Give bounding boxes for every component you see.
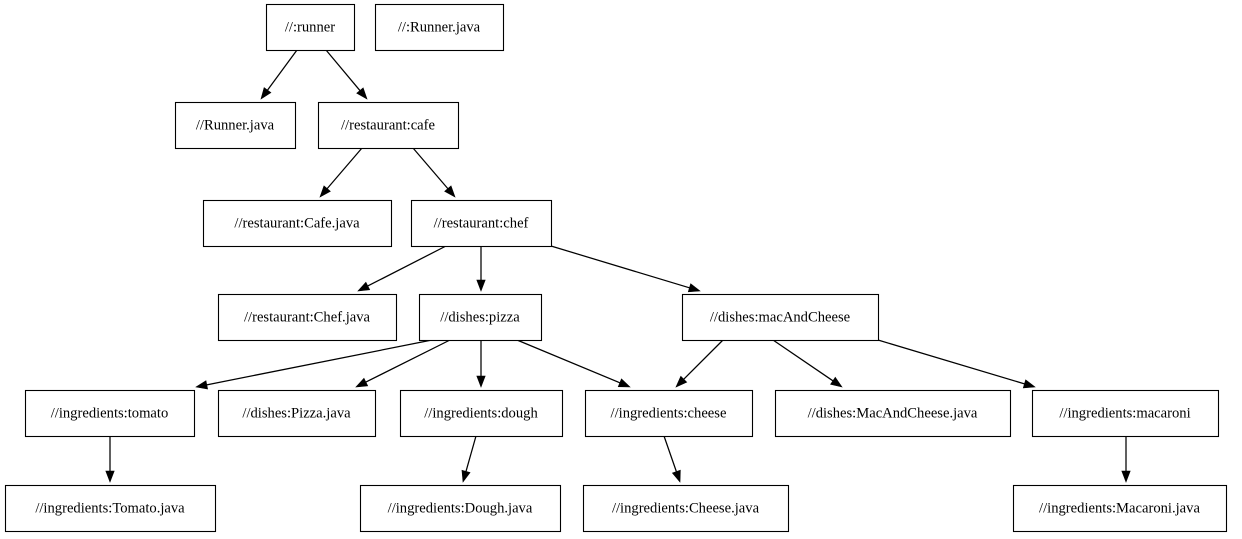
node-box-restaurant-cafe[interactable] xyxy=(317,101,460,150)
graph-node-runner[interactable]: //:runner xyxy=(265,3,356,52)
graph-node-root-runner-java[interactable]: //:Runner.java xyxy=(374,3,505,52)
graph-edge xyxy=(195,339,433,390)
node-box-restaurant-chef-java[interactable] xyxy=(217,293,398,342)
graph-node-runner-java[interactable]: //Runner.java xyxy=(174,101,297,150)
graph-node-dishes-macandcheese-java[interactable]: //dishes:MacAndCheese.java xyxy=(774,389,1012,438)
graph-edge xyxy=(476,246,486,292)
node-label-runner: //:runner xyxy=(285,19,335,35)
node-box-restaurant-chef[interactable] xyxy=(410,199,553,248)
node-label-ing-tomato-java: //ingredients:Tomato.java xyxy=(35,500,185,516)
node-label-restaurant-cafe-java: //restaurant:Cafe.java xyxy=(234,215,360,231)
graph-edge xyxy=(355,339,451,388)
node-label-runner-java: //Runner.java xyxy=(196,117,275,133)
node-label-restaurant-cafe: //restaurant:cafe xyxy=(341,117,435,133)
node-box-dishes-pizza-java[interactable] xyxy=(217,389,377,438)
graph-edge xyxy=(772,339,843,388)
graph-node-ing-cheese-java[interactable]: //ingredients:Cheese.java xyxy=(582,484,790,533)
node-label-ing-dough-java: //ingredients:Dough.java xyxy=(388,500,533,516)
graph-edge xyxy=(675,339,724,388)
node-label-ing-dough: //ingredients:dough xyxy=(424,405,538,421)
node-label-restaurant-chef: //restaurant:chef xyxy=(434,215,529,231)
graph-node-ing-macaroni[interactable]: //ingredients:macaroni xyxy=(1031,389,1220,438)
graph-node-dishes-pizza-java[interactable]: //dishes:Pizza.java xyxy=(217,389,377,438)
node-box-runner-java[interactable] xyxy=(174,101,297,150)
node-box-dishes-macandcheese-java[interactable] xyxy=(774,389,1012,438)
graph-edge xyxy=(325,49,368,100)
graph-node-dishes-pizza[interactable]: //dishes:pizza xyxy=(418,293,543,342)
graph-edge xyxy=(877,339,1036,389)
graph-node-restaurant-cafe[interactable]: //restaurant:cafe xyxy=(317,101,460,150)
node-label-dishes-macandcheese: //dishes:macAndCheese xyxy=(710,309,850,325)
graph-edge xyxy=(663,435,681,483)
graph-edge xyxy=(461,435,477,483)
graph-node-ing-cheese[interactable]: //ingredients:cheese xyxy=(584,389,754,438)
edges-layer xyxy=(105,49,1131,483)
node-label-ing-tomato: //ingredients:tomato xyxy=(51,405,169,421)
node-label-ing-macaroni: //ingredients:macaroni xyxy=(1059,405,1190,421)
graph-node-ing-tomato[interactable]: //ingredients:tomato xyxy=(24,389,196,438)
node-label-ing-cheese-java: //ingredients:Cheese.java xyxy=(612,500,760,516)
node-label-dishes-pizza: //dishes:pizza xyxy=(440,309,520,325)
node-box-dishes-macandcheese[interactable] xyxy=(681,293,880,342)
node-label-ing-cheese: //ingredients:cheese xyxy=(611,405,727,421)
graph-edge xyxy=(260,49,298,100)
node-label-restaurant-chef-java: //restaurant:Chef.java xyxy=(244,309,371,325)
graph-node-dishes-macandcheese[interactable]: //dishes:macAndCheese xyxy=(681,293,880,342)
node-box-restaurant-cafe-java[interactable] xyxy=(202,199,393,248)
node-label-ing-macaroni-java: //ingredients:Macaroni.java xyxy=(1039,500,1200,516)
node-label-dishes-pizza-java: //dishes:Pizza.java xyxy=(242,405,351,421)
node-box-ing-tomato[interactable] xyxy=(24,389,196,438)
graph-edge xyxy=(357,245,447,292)
node-box-ing-dough[interactable] xyxy=(399,389,564,438)
node-box-ing-cheese-java[interactable] xyxy=(582,484,790,533)
node-box-runner[interactable] xyxy=(265,3,356,52)
graph-node-ing-dough-java[interactable]: //ingredients:Dough.java xyxy=(359,484,562,533)
node-box-dishes-pizza[interactable] xyxy=(418,293,543,342)
graph-edge xyxy=(1121,436,1131,483)
node-box-ing-cheese[interactable] xyxy=(584,389,754,438)
node-box-ing-macaroni[interactable] xyxy=(1031,389,1220,438)
node-box-root-runner-java[interactable] xyxy=(374,3,505,52)
graph-node-ing-macaroni-java[interactable]: //ingredients:Macaroni.java xyxy=(1012,484,1228,533)
node-box-ing-dough-java[interactable] xyxy=(359,484,562,533)
graph-edge xyxy=(412,147,456,198)
node-box-ing-macaroni-java[interactable] xyxy=(1012,484,1228,533)
graph-node-ing-tomato-java[interactable]: //ingredients:Tomato.java xyxy=(4,484,217,533)
nodes-layer: //:runner //:Runner.java //Runner.java //re… xyxy=(4,3,1228,533)
graph-node-ing-dough[interactable]: //ingredients:dough xyxy=(399,389,564,438)
graph-edge xyxy=(319,147,363,198)
graph-node-restaurant-chef-java[interactable]: //restaurant:Chef.java xyxy=(217,293,398,342)
graph-edge xyxy=(105,436,115,483)
graph-node-restaurant-chef[interactable]: //restaurant:chef xyxy=(410,199,553,248)
graph-node-restaurant-cafe-java[interactable]: //restaurant:Cafe.java xyxy=(202,199,393,248)
node-label-root-runner-java: //:Runner.java xyxy=(398,19,481,35)
node-label-dishes-macandcheese-java: //dishes:MacAndCheese.java xyxy=(808,405,978,421)
graph-edge xyxy=(516,339,631,388)
node-box-ing-tomato-java[interactable] xyxy=(4,484,217,533)
graph-edge xyxy=(476,340,486,388)
graph-edge xyxy=(550,245,701,293)
